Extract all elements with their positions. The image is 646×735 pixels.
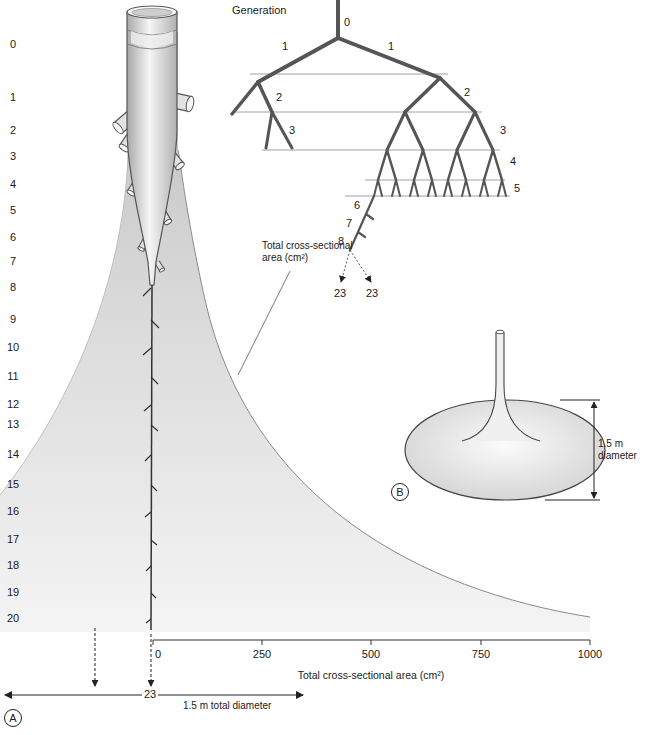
trumpet-model	[496, 330, 504, 334]
panel-letter-text: A	[9, 713, 16, 724]
axis-tick: 250	[253, 648, 271, 661]
trachea	[127, 30, 177, 49]
branching-tree	[350, 196, 374, 250]
axis-tick: 500	[362, 648, 380, 661]
generation-number: 5	[10, 204, 16, 217]
dimension-arrow	[151, 634, 152, 686]
trumpet-model	[405, 330, 605, 500]
area-region	[0, 32, 590, 632]
generation-number: 23	[142, 688, 158, 701]
generation-number: 19	[7, 586, 19, 599]
axis-tick: 1000	[578, 648, 602, 661]
airway-line	[151, 285, 152, 630]
generation-number: 17	[7, 533, 19, 546]
continuation-arrow	[350, 250, 371, 282]
generation-number: 13	[7, 418, 19, 431]
generation-separator	[232, 74, 510, 196]
branching-tree	[374, 180, 506, 196]
generation-separator	[262, 150, 500, 151]
generation-number: 5	[514, 182, 520, 195]
dimension-label: 1.5 m total diameter	[183, 700, 271, 712]
bronchus-branch	[185, 95, 195, 112]
generation-number: 7	[10, 255, 16, 268]
trachea	[132, 9, 172, 17]
panel-letter: A	[4, 709, 22, 727]
generation-number: 18	[7, 559, 19, 572]
generation-number: 23	[334, 287, 346, 300]
area-region	[0, 32, 590, 632]
branching-tree	[378, 150, 502, 180]
axis-title: Total cross-sectional area (cm²)	[298, 669, 444, 682]
panel-letter-text: B	[396, 487, 403, 498]
continuation-arrow	[341, 250, 350, 282]
bronchus-branch	[175, 161, 186, 171]
area-axis	[153, 640, 590, 645]
generation-separator	[232, 112, 482, 113]
airway-line	[143, 288, 159, 623]
generation-separator	[250, 74, 448, 75]
trumpet-model	[462, 332, 540, 441]
generation-number: 1	[388, 40, 394, 53]
trachea	[127, 6, 177, 18]
dimension-arrow	[5, 628, 303, 695]
generation-number: 15	[7, 478, 19, 491]
generation-number: 14	[7, 448, 19, 461]
branching-tree	[266, 112, 493, 150]
generation-number: 16	[7, 505, 19, 518]
continuation-arrow	[341, 250, 371, 282]
bronchus-branch	[159, 267, 166, 273]
generation-number: 8	[10, 281, 16, 294]
generation-number: 4	[510, 155, 516, 168]
generation-heading: Generation	[232, 4, 286, 17]
bronchus-branch	[111, 121, 125, 136]
generation-number: 12	[7, 398, 19, 411]
generation-number: 6	[354, 199, 360, 212]
generation-number: 6	[10, 231, 16, 244]
axis-tick: 0	[155, 648, 161, 661]
area-axis	[153, 640, 590, 645]
dimension-line	[545, 400, 600, 500]
generation-number: 10	[7, 341, 19, 354]
generation-number: 2	[464, 86, 470, 99]
generation-number: 0	[10, 38, 16, 51]
dimension-line	[594, 402, 595, 498]
generation-number: 1	[10, 91, 16, 104]
dimension-line	[545, 400, 600, 500]
airway-line	[143, 285, 159, 630]
trachea	[127, 12, 177, 285]
branching-tree	[232, 0, 506, 250]
trumpet-model	[462, 332, 540, 441]
generation-number: 4	[10, 178, 16, 191]
generation-number: 7	[346, 217, 352, 230]
generation-number: 9	[10, 313, 16, 326]
dimension-label: 1.5 m diameter	[598, 438, 642, 462]
generation-number: 1	[282, 40, 288, 53]
dimension-arrow	[95, 628, 96, 686]
area-region	[0, 150, 128, 495]
generation-number: 23	[366, 287, 378, 300]
panel-letter: B	[391, 483, 409, 501]
bronchus-branch	[137, 246, 145, 252]
generation-number: 0	[344, 16, 350, 29]
leader-line	[238, 271, 290, 375]
branching-tree	[232, 78, 475, 114]
generation-number: 3	[10, 150, 16, 163]
curve-label: Total cross-sectional area (cm²)	[262, 240, 362, 264]
trachea	[131, 31, 173, 47]
generation-number: 2	[276, 91, 282, 104]
generation-number: 20	[7, 612, 19, 625]
generation-number: 11	[7, 370, 18, 383]
generation-number: 2	[10, 124, 16, 137]
generation-number: 3	[500, 124, 506, 137]
trachea	[127, 6, 177, 285]
generation-number: 3	[289, 124, 295, 137]
axis-tick: 750	[472, 648, 490, 661]
area-region	[178, 150, 590, 617]
